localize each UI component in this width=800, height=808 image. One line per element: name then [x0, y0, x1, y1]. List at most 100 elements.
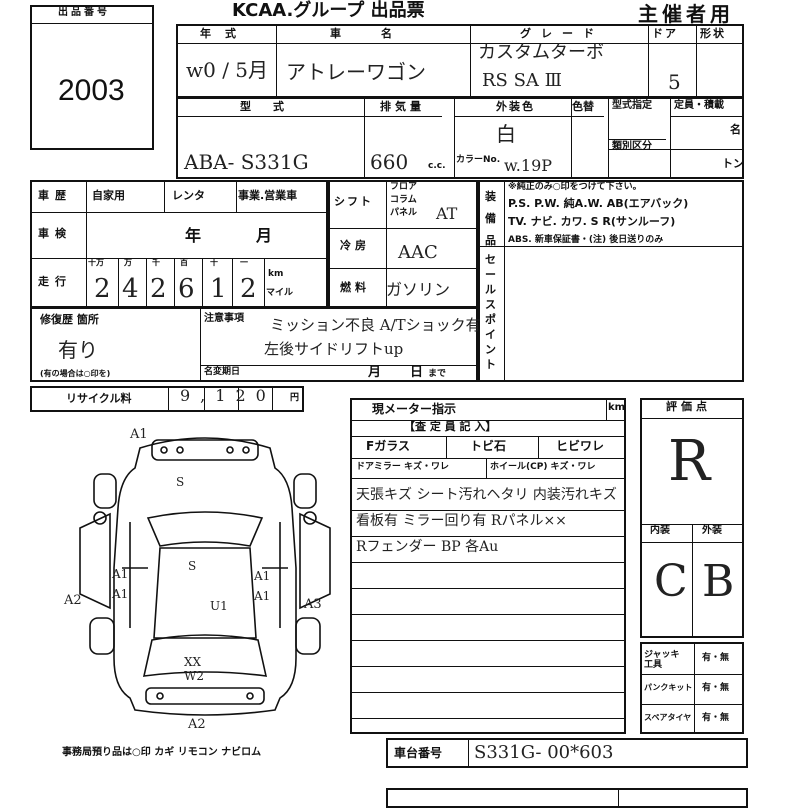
spec-row	[176, 97, 744, 179]
form-label: 形状	[700, 27, 726, 40]
column-label: コラム	[390, 195, 417, 205]
bottom-box	[386, 788, 748, 808]
damage-mark: S	[176, 475, 185, 489]
equipment-line-3: ABS. 新車保証書・(注) 後日送りのみ	[508, 235, 664, 245]
panel-label: パネル	[390, 208, 418, 218]
equipment-side-label: 装備品	[485, 190, 496, 247]
tools-block	[640, 642, 744, 734]
inspection-month-unit: 月	[256, 226, 273, 245]
wheel-label: ホイール(CP) キズ・ワレ	[490, 462, 596, 472]
mileage-digit: 4	[122, 274, 139, 304]
shift-label: シフト	[334, 195, 373, 208]
mileage-digit: 2	[240, 274, 257, 304]
digit-label: 十万	[88, 258, 104, 267]
business-use-label: 事業.営業車	[238, 189, 298, 202]
repair-history-value: 有り	[58, 338, 98, 362]
organizer-label: 主催者用	[638, 2, 734, 26]
grade-block	[640, 398, 744, 638]
year-label: 年式	[200, 27, 250, 40]
damage-mark: U1	[210, 599, 228, 613]
deadline-day: 日	[410, 365, 424, 380]
damage-mark: A3	[304, 597, 322, 612]
recycle-fee-label: リサイクル料	[66, 392, 132, 405]
lot-number: 2003	[58, 74, 125, 107]
digit-label: 千	[152, 258, 160, 267]
remark-line: 天張キズ シート汚れヘタリ 内装汚れキズ	[356, 487, 617, 503]
digit-label: 万	[124, 258, 132, 267]
shift-value: AT	[436, 204, 458, 223]
diagram-footer: 事務局預り品は○印 カギ リモコン ナビロム	[62, 747, 262, 758]
interior-label: 内装	[650, 525, 670, 536]
damage-mark: A1	[112, 587, 129, 601]
color-code-label: カラーNo.	[456, 155, 501, 165]
color-value: 白	[496, 122, 516, 146]
equipment-line-2: TV. ナビ. カワ. S R(サンルーフ)	[508, 215, 676, 228]
damage-mark: A1	[130, 427, 148, 442]
lot-number-box	[30, 5, 154, 150]
jack-tools-label: ジャッキ工具	[644, 650, 680, 670]
notes-label: 注意事項	[204, 313, 244, 324]
chassis-number-label: 車台番号	[394, 746, 443, 760]
repair-history-label: 修復歴 箇所	[40, 313, 99, 326]
equipment-note: ※純正のみ○印をつけて下さい。	[508, 182, 642, 192]
color-change-label: 色替	[572, 100, 594, 113]
km-label: km	[268, 269, 284, 279]
vehicle-name-value: アトレーワゴン	[286, 60, 426, 84]
remark-line: Rフェンダー BP 各Au	[356, 539, 499, 555]
org-title: KCAA.グループ 出品票	[232, 0, 425, 21]
damage-mark: W2	[184, 669, 204, 683]
damage-mark: A1	[112, 567, 129, 581]
damage-mark: A1	[254, 589, 271, 603]
fuel-label: 燃料	[340, 281, 370, 294]
capacity-unit-persons: 名	[730, 123, 741, 136]
spare-tire-label: スペアタイヤ	[644, 713, 692, 722]
model-spec-label: 型式指定	[612, 100, 652, 111]
doors-label: ドア	[652, 27, 678, 40]
exterior-grade: B	[702, 556, 735, 607]
mileage-digit: 1	[210, 274, 227, 304]
exterior-color-label: 外装色	[496, 100, 535, 113]
floor-label: フロア	[390, 182, 418, 192]
remark-line: 看板有 ミラー回り有 Rパネル××	[356, 513, 567, 529]
lot-number-label: 出品番号	[58, 7, 110, 18]
front-glass-label: Fガラス	[366, 439, 410, 453]
mileage-digit: 2	[150, 274, 167, 304]
jack-tools-option: 有・無	[702, 653, 730, 663]
name-label: 車名	[330, 27, 432, 40]
equipment-line-1: P.S. P.W. 純A.W. AB(エアバック)	[508, 197, 689, 210]
displacement-unit: c.c.	[428, 161, 446, 171]
meter-label: 現メーター指示	[372, 402, 457, 416]
chassis-number-box	[386, 738, 748, 768]
grade-label: グレード	[520, 27, 604, 40]
fuel-value: ガソリン	[386, 280, 451, 299]
mile-label: マイル	[266, 288, 294, 298]
equipment-block	[478, 180, 744, 382]
mileage-label: 走行	[38, 275, 72, 288]
puncture-kit-label: パンクキット	[644, 683, 693, 692]
meter-unit: km	[608, 402, 626, 413]
score-value: R	[668, 429, 711, 494]
damage-mark: S	[188, 559, 197, 573]
capacity-label: 定員・積載	[674, 100, 724, 111]
rental-label: レンタ	[172, 189, 205, 202]
ac-value: AAC	[398, 242, 438, 263]
year-value: w0 / 5月	[186, 58, 269, 82]
repair-notes-block	[30, 307, 478, 382]
digit-label: 十	[210, 258, 218, 267]
mirror-label: ドアミラー キズ・ワレ	[356, 462, 449, 472]
deadline-month: 月	[368, 365, 382, 380]
notes-line-1: ミッション不良 A/Tショック有	[270, 316, 481, 334]
damage-mark: A1	[254, 569, 271, 583]
capacity-unit-tons: トン	[722, 157, 744, 170]
damage-mark: A2	[64, 593, 82, 608]
damage-mark: A2	[188, 717, 206, 732]
grade-value-1: カスタムターボ	[478, 42, 604, 63]
deadline-until: まで	[428, 369, 447, 379]
doors-value: 5	[668, 70, 681, 94]
ac-label: 冷房	[340, 239, 370, 252]
spare-tire-option: 有・無	[702, 713, 730, 723]
crack-label: ヒビワレ	[556, 439, 605, 453]
digit-label: 一	[240, 258, 248, 267]
mileage-digit: 2	[94, 274, 111, 304]
grade-value-2: RS SA Ⅲ	[482, 70, 563, 91]
